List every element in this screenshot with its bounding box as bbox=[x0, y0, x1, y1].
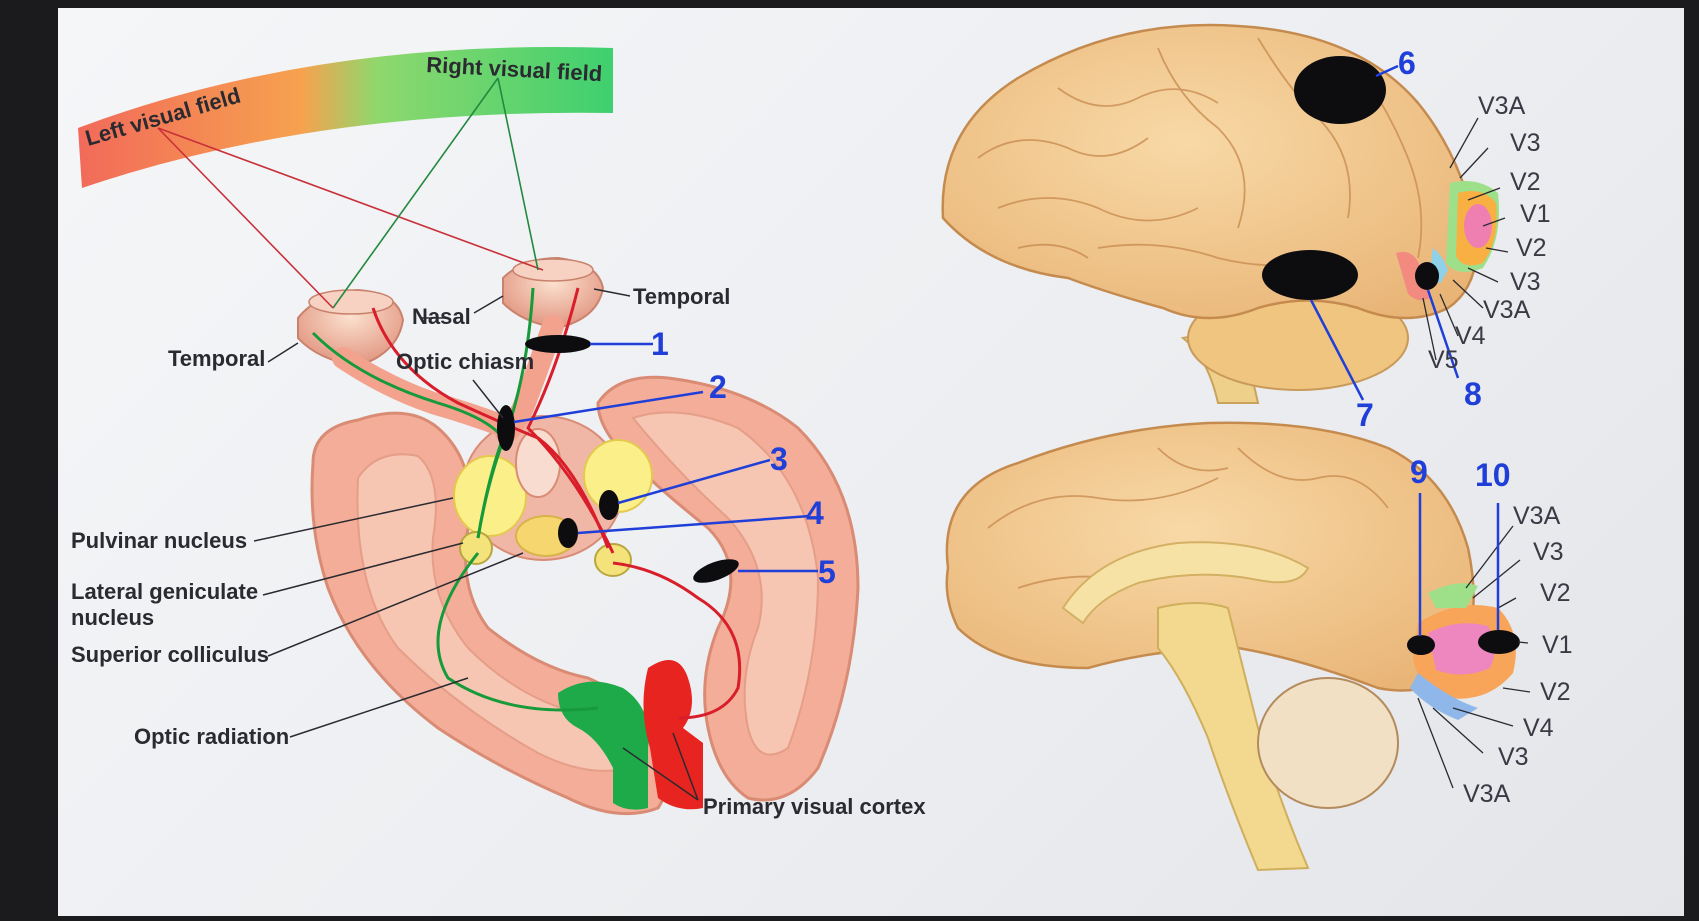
lateral-visual-areas bbox=[1396, 180, 1499, 301]
lateral-brain-view: V3A V3 V2 V1 V2 V3 V3A V4 V5 6 7 8 bbox=[941, 23, 1551, 433]
temporal-left-label: Temporal bbox=[168, 346, 265, 371]
lesion-number-4: 4 bbox=[806, 495, 824, 531]
visual-pathway-diagram: Left visual field Right visual field bbox=[71, 47, 926, 819]
lesion-number-5: 5 bbox=[818, 554, 836, 590]
med-label-v2-bottom: V2 bbox=[1540, 678, 1571, 706]
visual-field-rays bbox=[157, 77, 544, 309]
primary-visual-cortex-label: Primary visual cortex bbox=[703, 794, 926, 819]
vision-diagram: Left visual field Right visual field bbox=[71, 23, 1573, 872]
lgn-label-line1: Lateral geniculate bbox=[71, 579, 258, 604]
lat-label-v3-top: V3 bbox=[1510, 129, 1541, 157]
visual-field-arc bbox=[78, 47, 613, 188]
lesion-8 bbox=[1415, 262, 1439, 290]
pulvinar-left bbox=[453, 455, 527, 537]
medial-cerebellum bbox=[1257, 677, 1399, 809]
corpus-callosum bbox=[1061, 541, 1310, 625]
pulvinar-right bbox=[583, 439, 653, 513]
lesion-2 bbox=[497, 405, 515, 451]
temporal-right-label: Temporal bbox=[633, 284, 730, 309]
lesion-number-2: 2 bbox=[709, 369, 727, 405]
pulvinar-nucleus-label: Pulvinar nucleus bbox=[71, 528, 247, 553]
lat-label-v3a-top: V3A bbox=[1478, 92, 1526, 120]
lgn-right bbox=[594, 543, 632, 577]
lesion-number-3: 3 bbox=[770, 441, 788, 477]
optic-chiasm-label: Optic chiasm bbox=[396, 349, 534, 374]
lat-label-v3-bottom: V3 bbox=[1510, 268, 1541, 296]
med-label-v3-bottom: V3 bbox=[1498, 743, 1529, 771]
left-eye bbox=[297, 288, 405, 368]
superior-colliculus-label: Superior colliculus bbox=[71, 642, 269, 667]
optic-radiation-label: Optic radiation bbox=[134, 724, 289, 749]
lat-label-v3a-bottom: V3A bbox=[1483, 296, 1531, 324]
med-label-v2-top: V2 bbox=[1540, 579, 1571, 607]
lesion-6 bbox=[1294, 56, 1386, 124]
right-hemisphere-inner bbox=[631, 411, 820, 756]
lesion-number-8: 8 bbox=[1464, 376, 1482, 412]
lesion-10 bbox=[1478, 630, 1520, 654]
med-label-v1: V1 bbox=[1542, 631, 1573, 659]
lesion-1 bbox=[525, 335, 591, 353]
lateral-lesion-leaders bbox=[1309, 64, 1460, 401]
lesion-7 bbox=[1262, 250, 1358, 300]
lesion-4 bbox=[558, 518, 578, 548]
medial-brainstem bbox=[1157, 602, 1310, 872]
lat-label-v5: V5 bbox=[1428, 346, 1459, 374]
lateral-gyri bbox=[977, 37, 1423, 267]
medial-area-leaders bbox=[1417, 525, 1531, 789]
lesion-3 bbox=[599, 490, 619, 520]
lesion-number-9: 9 bbox=[1410, 454, 1428, 490]
lat-label-v2-bottom: V2 bbox=[1516, 234, 1547, 262]
med-label-v3-top: V3 bbox=[1533, 538, 1564, 566]
medial-brain-view: V3A V3 V2 V1 V2 V4 V3 V3A 9 10 bbox=[945, 421, 1573, 872]
lat-label-v2-top: V2 bbox=[1510, 168, 1541, 196]
lesion-9 bbox=[1407, 635, 1435, 655]
lgn-left bbox=[459, 531, 493, 565]
nasal-label: Nasal bbox=[412, 304, 471, 329]
slide-frame: Left visual field Right visual field bbox=[58, 8, 1684, 916]
lesion-5 bbox=[693, 559, 739, 583]
primary-visual-cortex-left bbox=[558, 681, 649, 810]
lat-label-v4: V4 bbox=[1455, 322, 1486, 350]
med-label-v4: V4 bbox=[1523, 714, 1554, 742]
lesion-leader-lines bbox=[513, 342, 818, 573]
lesion-number-1: 1 bbox=[651, 326, 669, 362]
lat-label-v1: V1 bbox=[1520, 200, 1551, 228]
medial-lesion-leaders bbox=[1418, 493, 1500, 636]
lesion-number-10: 10 bbox=[1475, 457, 1511, 493]
right-eye bbox=[502, 256, 605, 330]
lateral-area-leaders bbox=[1422, 117, 1509, 361]
med-label-v3a-bottom: V3A bbox=[1463, 780, 1511, 808]
lgn-label-line2: nucleus bbox=[71, 605, 154, 630]
lesion-number-6: 6 bbox=[1398, 45, 1416, 81]
medial-visual-areas bbox=[1410, 583, 1516, 720]
lesion-number-7: 7 bbox=[1356, 397, 1374, 433]
med-label-v3a-top: V3A bbox=[1513, 502, 1561, 530]
label-leader-lines bbox=[253, 288, 699, 801]
